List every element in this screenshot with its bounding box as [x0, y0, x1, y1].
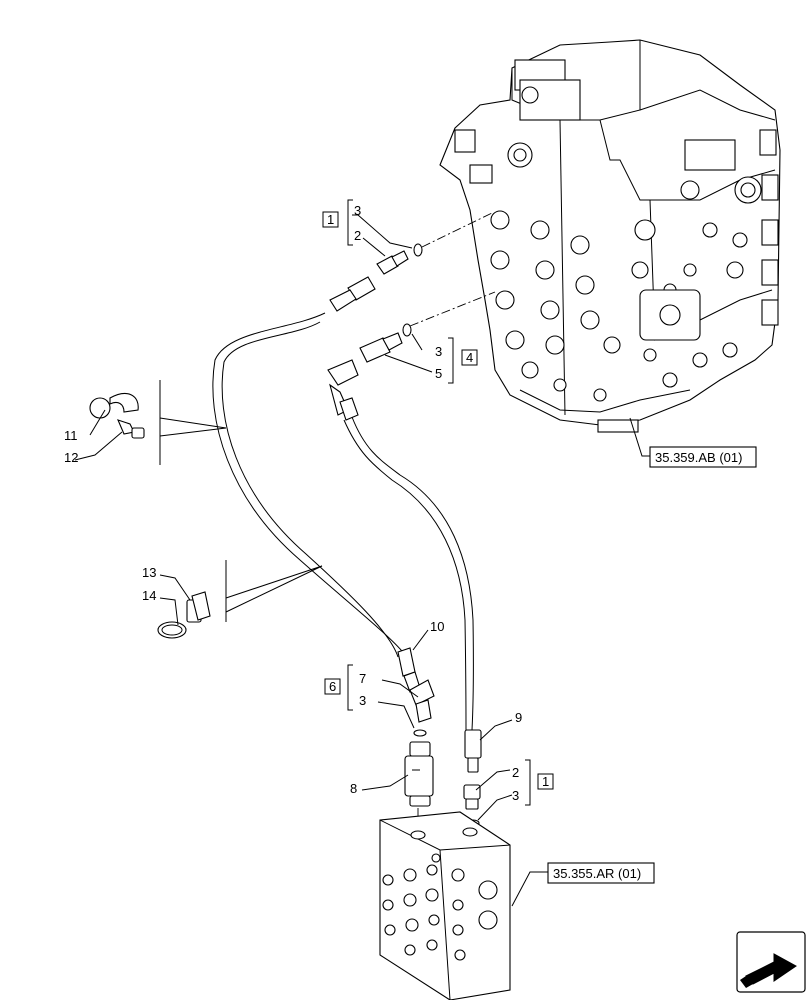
callout-12: 12 [64, 450, 78, 465]
callout-box-6 [324, 678, 341, 695]
o-ring-mid [402, 323, 412, 337]
adapter-fitting-top [329, 250, 409, 312]
next-page-arrow-icon[interactable] [736, 931, 806, 993]
callout-10: 10 [430, 619, 444, 634]
callout-box-4 [461, 349, 478, 366]
callout-8: 8 [350, 781, 357, 796]
reference-valve-label: 35.359.AB (01) [655, 450, 742, 465]
reference-block[interactable]: 35.355.AR (01) [547, 862, 655, 884]
reference-valve[interactable]: 35.359.AB (01) [649, 446, 757, 468]
hose-right [351, 416, 474, 731]
hose-left [212, 312, 406, 656]
callout-3-top: 3 [354, 203, 361, 218]
hose-clip [157, 560, 323, 639]
check-valve [404, 741, 434, 807]
callout-6: 6 [329, 679, 336, 694]
manifold-block [379, 811, 511, 1000]
callout-2-top: 2 [354, 228, 361, 243]
callout-3-low: 3 [359, 693, 366, 708]
callout-11: 11 [64, 428, 78, 443]
callout-3-bottom: 3 [512, 788, 519, 803]
hose-left-inner [221, 321, 399, 658]
leader-lines [74, 199, 650, 907]
callout-7: 7 [359, 671, 366, 686]
callout-box-1-top [322, 211, 339, 228]
hose-right-inner [343, 419, 467, 731]
callout-13: 13 [142, 565, 156, 580]
callout-4: 4 [466, 350, 473, 365]
centerline-top [421, 212, 493, 248]
o-ring-low [413, 729, 427, 737]
centerline-mid [409, 291, 496, 327]
callout-1-top: 1 [327, 212, 334, 227]
callout-14: 14 [142, 588, 156, 603]
callout-1-bottom: 1 [542, 774, 549, 789]
callout-3-mid: 3 [435, 344, 442, 359]
hose-clamp [89, 380, 227, 465]
callout-2-bottom: 2 [512, 765, 519, 780]
control-valve [439, 39, 781, 433]
callouts: 1 3 2 4 3 5 11 12 13 14 10 6 7 3 9 8 2 3… [64, 203, 554, 803]
callout-box-1-bottom [537, 773, 554, 790]
elbow-fitting [397, 647, 435, 723]
hose-end-right [463, 729, 482, 810]
callout-9: 9 [515, 710, 522, 725]
callout-5: 5 [435, 366, 442, 381]
adapter-fitting-mid [327, 332, 403, 421]
reference-block-label: 35.355.AR (01) [553, 866, 641, 881]
o-ring-top [413, 243, 423, 257]
